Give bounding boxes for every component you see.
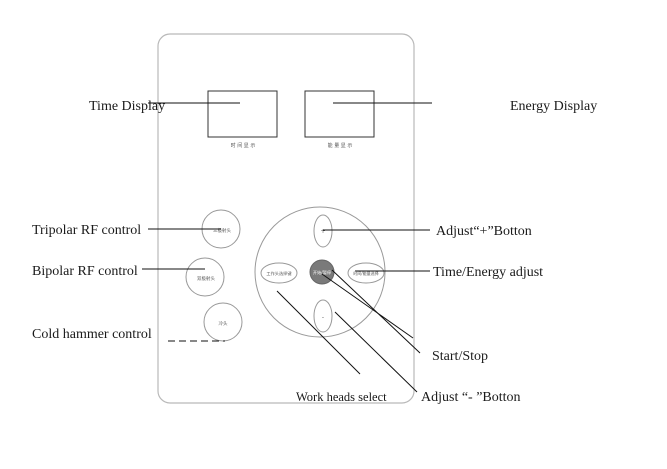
leader-start-stop-1 <box>321 273 414 339</box>
label-tripolar: Tripolar RF control <box>32 223 141 238</box>
leader-work-heads <box>276 290 361 375</box>
label-bipolar: Bipolar RF control <box>32 264 138 279</box>
adjust-plus-symbol: + <box>320 228 325 235</box>
energy-display-cn-label: 能 量 显 示 <box>328 142 353 149</box>
adjust-plus-button[interactable] <box>313 214 333 248</box>
leader-adjust-minus <box>334 311 418 393</box>
energy-display-screen <box>304 90 375 138</box>
bipolar-button-label: 双极射头 <box>197 275 215 282</box>
time-energy-adjust-cn-label: 时间/能量选择 <box>353 270 378 276</box>
time-display-cn-label: 时 间 显 示 <box>231 142 256 149</box>
label-cold-hammer: Cold hammer control <box>32 327 152 342</box>
label-start-stop: Start/Stop <box>432 349 488 364</box>
work-heads-select-cn-label: 工作头选择键 <box>266 270 292 277</box>
label-adjust-minus: Adjust “- ”Botton <box>421 390 521 405</box>
cold-hammer-button-label: 冷头 <box>219 320 228 327</box>
label-time-energy-adjust: Time/Energy adjust <box>433 265 543 280</box>
label-work-heads-select: Work heads select <box>296 390 387 404</box>
time-display-screen <box>207 90 278 138</box>
work-heads-select-button[interactable] <box>260 262 298 284</box>
start-stop-cn-label: 开始/暂停 <box>313 269 331 276</box>
label-time-display: Time Display <box>89 99 165 114</box>
adjust-minus-button[interactable] <box>313 299 333 333</box>
label-adjust-plus: Adjust“+”Botton <box>436 224 532 239</box>
leader-start-stop-2 <box>331 269 421 354</box>
bipolar-button[interactable] <box>185 257 225 297</box>
time-energy-adjust-button[interactable] <box>347 262 385 284</box>
label-energy-display: Energy Display <box>510 99 597 114</box>
tripolar-button-label: 三极射头 <box>213 227 231 234</box>
adjust-minus-symbol: - <box>322 314 324 321</box>
